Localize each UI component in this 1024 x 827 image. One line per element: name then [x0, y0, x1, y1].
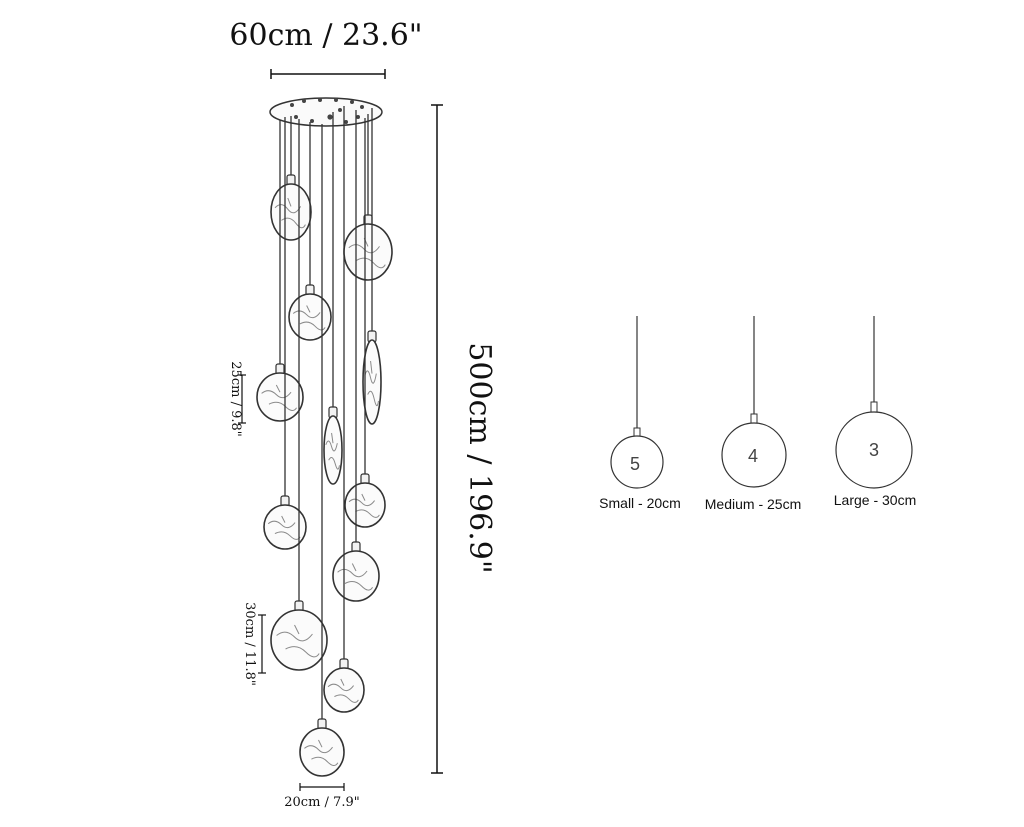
glass-crackle	[304, 739, 339, 766]
glass-crackle	[325, 432, 340, 470]
glass-crackle	[364, 360, 379, 407]
pendant-globe	[362, 108, 382, 425]
height-dimension-label: 500cm / 196.9"	[462, 342, 497, 573]
pendant-globe	[270, 119, 328, 671]
glass-crackle	[348, 493, 380, 518]
size-option-small-number: 5	[630, 454, 640, 474]
glass-crackle	[292, 305, 326, 331]
height-dimension-line	[431, 104, 443, 774]
pendant-globe	[270, 116, 312, 241]
globe-30-dimension-line	[258, 614, 266, 674]
glass-crackle	[267, 515, 301, 540]
size-option-small-label: Small - 20cm	[599, 495, 681, 511]
globe-30-dimension-label: 30cm / 11.8"	[242, 602, 257, 686]
glass-crackle	[274, 197, 306, 229]
glass-crackle	[276, 624, 320, 658]
pendant-globe	[263, 117, 307, 550]
ceiling-canopy	[269, 97, 383, 127]
pendant-globe	[299, 124, 345, 777]
size-option-large-number: 3	[869, 440, 879, 460]
pendant-globe	[256, 120, 304, 422]
small-globe-dimension-line	[299, 783, 345, 791]
size-option-medium-label: Medium - 25cm	[705, 496, 801, 512]
pendant-globe	[323, 112, 343, 485]
small-globe-dimension-label: 20cm / 7.9"	[284, 795, 359, 810]
pendant-globe	[323, 106, 365, 713]
size-option-small: 5 Small - 20cm	[599, 316, 681, 511]
width-dimension-line	[270, 69, 386, 79]
glass-crackle	[327, 678, 359, 703]
size-option-medium: 4 Medium - 25cm	[705, 316, 801, 512]
size-option-medium-number: 4	[748, 446, 758, 466]
size-option-large-label: Large - 30cm	[834, 492, 916, 508]
size-option-large: 3 Large - 30cm	[834, 316, 916, 508]
pendant-globe	[343, 114, 393, 281]
glass-crackle	[337, 563, 373, 591]
globe-25-dimension-line	[238, 374, 246, 424]
globe-25-dimension-label: 25cm / 9.8"	[228, 361, 243, 436]
pendant-globe	[344, 118, 386, 528]
width-dimension-label: 60cm / 23.6"	[229, 18, 422, 53]
pendant-globes	[256, 106, 393, 777]
